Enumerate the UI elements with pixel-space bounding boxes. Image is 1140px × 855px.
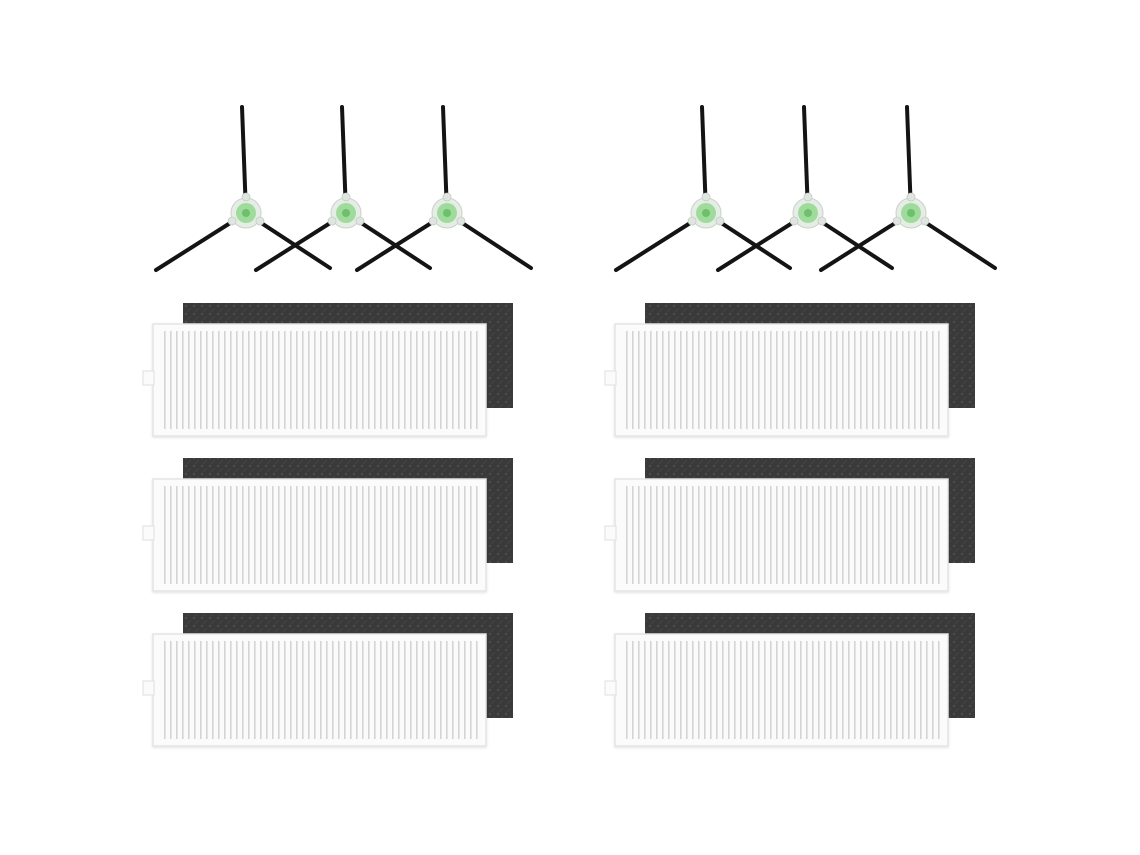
filter-tab	[142, 525, 155, 541]
brush-arm-socket	[715, 216, 725, 226]
filter-tab	[604, 680, 617, 696]
filter-tab	[142, 680, 155, 696]
filter-pleats	[161, 641, 478, 739]
brush-arm-socket	[817, 216, 827, 226]
brush-arm-socket	[428, 216, 438, 226]
brush-arm-socket	[906, 192, 916, 202]
brush-arm-socket	[327, 216, 337, 226]
brush-arm-socket	[227, 216, 237, 226]
filter-tab	[604, 370, 617, 386]
filter-set	[604, 303, 975, 437]
brush-hub-core	[804, 209, 812, 217]
brush-arm-socket	[355, 216, 365, 226]
brush-arm-socket	[892, 216, 902, 226]
filter-set	[142, 458, 513, 592]
filter-set	[604, 613, 975, 747]
filter-tab	[604, 525, 617, 541]
filter-pleats	[623, 486, 940, 584]
side-brush	[614, 105, 792, 272]
brush-arm-socket	[255, 216, 265, 226]
side-brush-group	[154, 105, 997, 272]
filter-group	[142, 303, 975, 747]
side-brush	[355, 105, 533, 272]
filter-tab	[142, 370, 155, 386]
brush-arm-socket	[920, 216, 930, 226]
brush-hub-core	[702, 209, 710, 217]
filter-pleats	[623, 641, 940, 739]
side-brush	[154, 105, 332, 272]
side-brush	[819, 105, 997, 272]
brush-hub-core	[242, 209, 250, 217]
filter-set	[604, 458, 975, 592]
filter-pleats	[623, 331, 940, 429]
filter-pleats	[161, 486, 478, 584]
side-brush	[716, 105, 894, 272]
brush-hub-core	[342, 209, 350, 217]
brush-arm-socket	[803, 192, 813, 202]
side-brush	[254, 105, 432, 272]
filter-set	[142, 303, 513, 437]
brush-arm-socket	[341, 192, 351, 202]
brush-arm-socket	[701, 192, 711, 202]
brush-arm-socket	[456, 216, 466, 226]
filter-set	[142, 613, 513, 747]
brush-hub-core	[443, 209, 451, 217]
brush-hub-core	[907, 209, 915, 217]
brush-arm-socket	[442, 192, 452, 202]
brush-arm-socket	[241, 192, 251, 202]
brush-arm-socket	[789, 216, 799, 226]
filter-pleats	[161, 331, 478, 429]
brush-arm-socket	[687, 216, 697, 226]
